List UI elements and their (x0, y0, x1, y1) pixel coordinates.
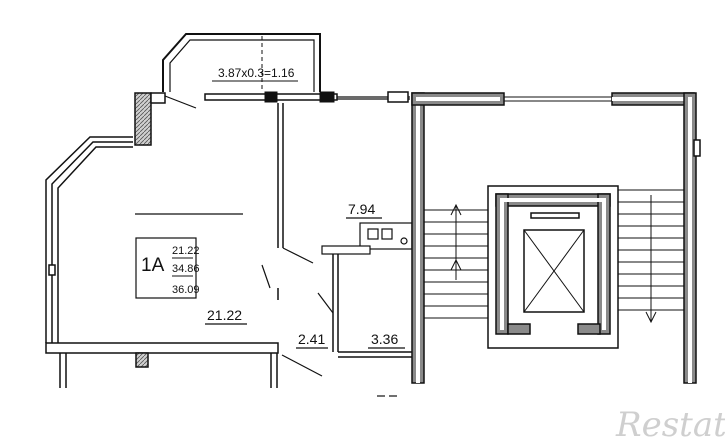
watermark-logo: Restate (615, 405, 725, 444)
unit-total-area-with-balcony: 36.09 (172, 284, 200, 296)
stair-flight-right (618, 189, 684, 324)
bathroom-area-label: 2.41 (298, 331, 325, 347)
kitchen-counter (321, 222, 413, 255)
unit-type-label: 1A (141, 255, 165, 276)
elevator-shaft (487, 185, 619, 349)
unit-summary-box (135, 237, 197, 299)
bay-window (45, 136, 133, 343)
hall-area-label: 3.36 (371, 331, 398, 347)
elevator-car-x (523, 229, 585, 313)
wall-column-top-left (134, 92, 152, 146)
partitions (261, 103, 412, 358)
balcony (162, 33, 321, 92)
unit-total-area: 34.86 (172, 263, 200, 275)
bottom-wall (45, 342, 279, 388)
living-room-area-label: 21.22 (207, 307, 242, 323)
balcony-area-label: 3.87x0.3=1.16 (218, 66, 295, 80)
kitchen-area-label: 7.94 (348, 201, 375, 217)
stair-flight-left (424, 203, 494, 319)
top-window (204, 91, 410, 103)
stair-core (411, 92, 701, 384)
unit-living-area: 21.22 (172, 245, 200, 257)
